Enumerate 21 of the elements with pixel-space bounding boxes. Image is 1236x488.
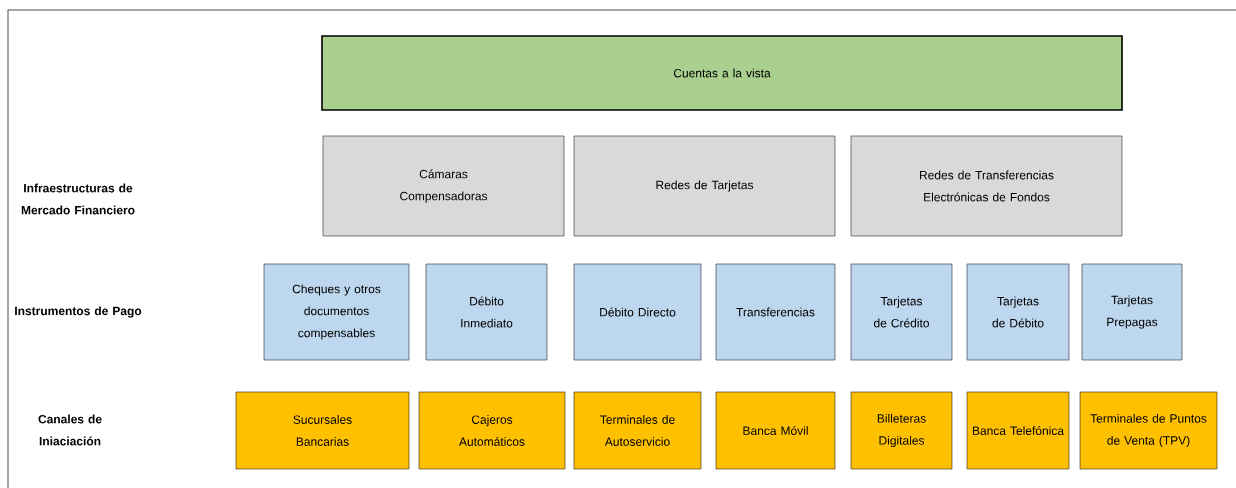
channel-box: Banca Telefónica <box>966 391 1070 470</box>
instrument-box: Débito Inmediato <box>425 263 548 361</box>
instrument-box: Tarjetas Prepagas <box>1081 263 1183 361</box>
channel-box: Banca Móvil <box>715 391 836 470</box>
infrastructure-box: Redes de Tarjetas <box>573 135 836 237</box>
row-label: Canales de Iniaciación <box>38 414 102 446</box>
row-label: Infraestructuras de Mercado Financiero <box>21 183 135 215</box>
row-label: Instrumentos de Pago <box>15 306 142 318</box>
channel-box: Cajeros Automáticos <box>418 391 566 470</box>
instrument-box: Tarjetas de Crédito <box>850 263 953 361</box>
account-box: Cuentas a la vista <box>321 35 1123 111</box>
channel-box: Terminales de Puntos de Venta (TPV) <box>1079 391 1218 470</box>
instrument-box: Cheques y otros documentos compensables <box>263 263 410 361</box>
instrument-box: Débito Directo <box>573 263 702 361</box>
instrument-box: Tarjetas de Débito <box>966 263 1070 361</box>
instrument-box: Transferencias <box>715 263 836 361</box>
channel-box: Billeteras Digitales <box>850 391 953 470</box>
channel-box: Terminales de Autoservicio <box>573 391 702 470</box>
infrastructure-box: Redes de Transferencias Electrónicas de Fondos <box>850 135 1123 237</box>
channel-box: Sucursales Bancarias <box>235 391 410 470</box>
infrastructure-box: Cámaras Compensadoras <box>322 135 565 237</box>
